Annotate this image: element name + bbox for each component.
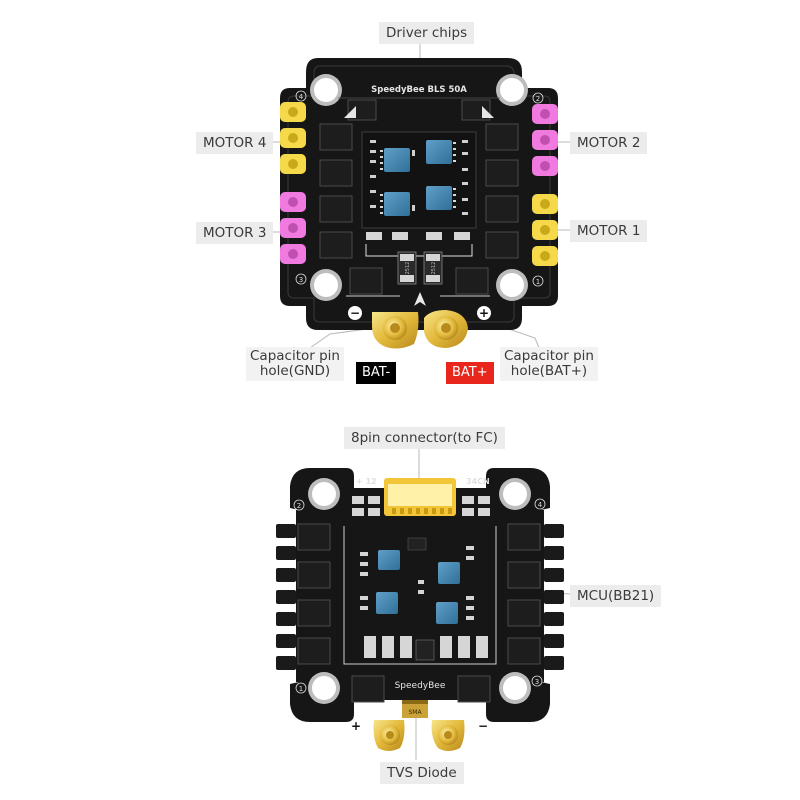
pad-sign-plus: + xyxy=(351,719,361,733)
board-model-silkscreen: SpeedyBee BLS 50A xyxy=(371,85,467,95)
8pin-connector xyxy=(384,478,456,516)
corner-number: 3 xyxy=(299,276,303,284)
resistor-code: 2512 xyxy=(405,262,411,275)
label-capacitor-bat-line1: Capacitor pin xyxy=(504,348,594,364)
label-driver-chips: Driver chips xyxy=(379,22,475,44)
tvs-diode: SMA xyxy=(402,700,428,718)
direction-arrow xyxy=(414,292,426,306)
corner-number: 4 xyxy=(299,93,304,101)
label-bat-minus: BAT- xyxy=(356,362,397,384)
brand-silkscreen: SpeedyBee xyxy=(395,681,446,691)
pad-sign-plus: + xyxy=(479,306,489,320)
label-capacitor-gnd: Capacitor pin hole(GND) xyxy=(246,347,344,381)
mcu-chips xyxy=(376,537,460,624)
bottom-battery-pads xyxy=(373,720,465,751)
motor4-pads xyxy=(280,102,306,174)
label-motor2: MOTOR 2 xyxy=(570,132,648,154)
motor1-pads xyxy=(532,194,558,266)
corner-number: 4 xyxy=(538,501,543,509)
label-motor4: MOTOR 4 xyxy=(196,132,274,154)
label-capacitor-gnd-line1: Capacitor pin xyxy=(250,348,340,364)
mosfet-array xyxy=(319,99,519,295)
corner-number: 3 xyxy=(535,678,539,686)
label-bat-plus: BAT+ xyxy=(446,362,494,384)
top-board: 4 2 3 1 SpeedyBee BLS 50A xyxy=(265,42,572,351)
motor3-pads xyxy=(280,192,306,264)
label-motor3: MOTOR 3 xyxy=(196,222,274,244)
label-capacitor-bat-line2: hole(BAT+) xyxy=(510,363,588,379)
silk-left: + 12 xyxy=(356,477,377,486)
label-capacitor-bat: Capacitor pin hole(BAT+) xyxy=(500,347,598,381)
corner-number: 2 xyxy=(536,95,540,103)
silk-right: 34CN xyxy=(466,477,490,486)
resistor-code: 2512 xyxy=(431,262,437,275)
corner-number: 1 xyxy=(299,685,303,693)
label-capacitor-gnd-line2: hole(GND) xyxy=(259,363,331,379)
bottom-mounting-holes xyxy=(308,478,531,704)
top-mounting-holes xyxy=(310,74,528,301)
label-8pin-connector: 8pin connector(to FC) xyxy=(344,427,505,449)
tvs-code: SMA xyxy=(408,709,422,716)
current-sense-resistors: 2512 2512 xyxy=(397,251,443,285)
driver-chips xyxy=(380,140,456,216)
motor2-pads xyxy=(532,104,558,176)
bottom-board: 2 4 1 3 + 12 34CN xyxy=(276,447,573,760)
label-mcu: MCU(BB21) xyxy=(570,585,662,607)
battery-pads xyxy=(372,310,468,349)
corner-number: 1 xyxy=(536,278,540,286)
pad-sign-minus: − xyxy=(350,306,360,320)
label-tvs-diode: TVS Diode xyxy=(380,762,464,784)
corner-number: 2 xyxy=(297,502,301,510)
label-motor1: MOTOR 1 xyxy=(570,220,648,242)
pad-sign-minus: − xyxy=(478,719,488,733)
